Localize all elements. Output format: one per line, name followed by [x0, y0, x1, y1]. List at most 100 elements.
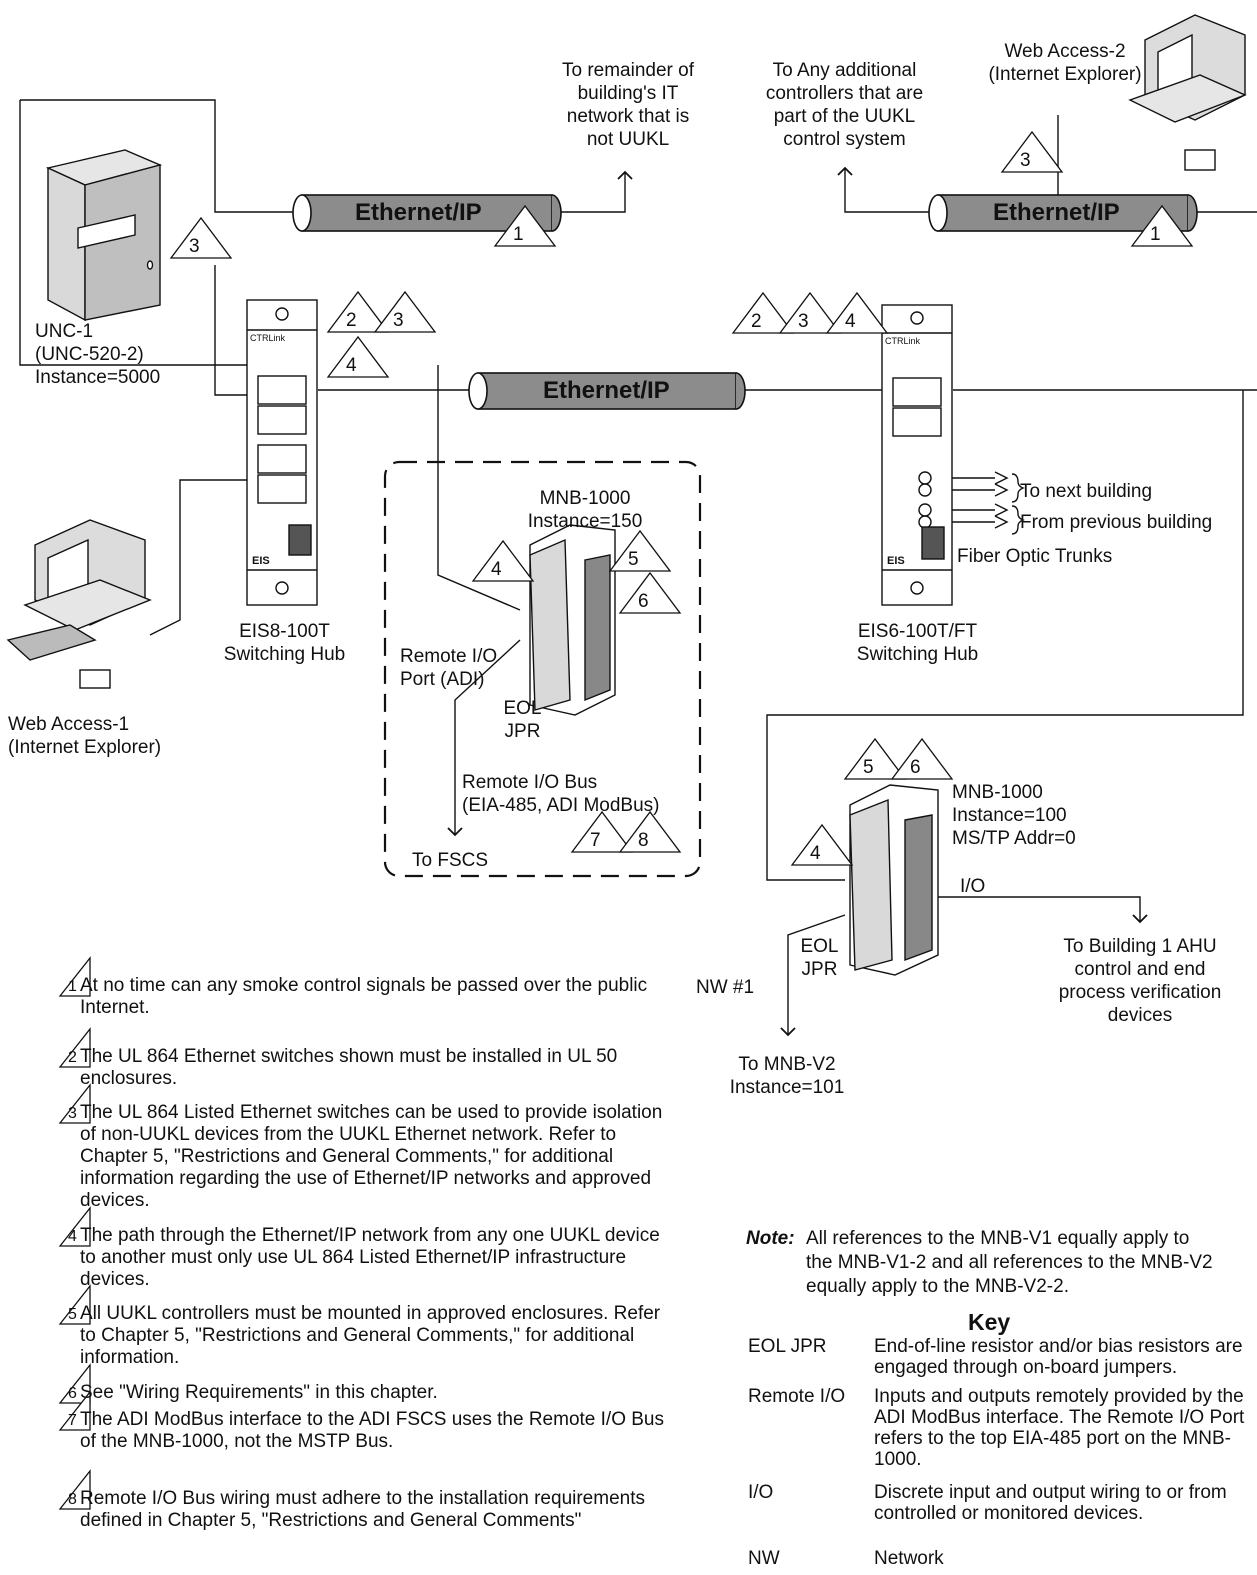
web-access-1-label: Web Access-1 (Internet Explorer): [8, 714, 162, 758]
note-num-5: 5: [68, 1306, 77, 1323]
note-num-8: 8: [68, 1491, 77, 1508]
marker-3a: 3: [1020, 150, 1031, 171]
marker-2a: 2: [346, 310, 357, 331]
note-num-3: 3: [68, 1105, 77, 1122]
note-4: The path through the Ethernet/IP network…: [80, 1225, 660, 1290]
io-label: I/O: [960, 876, 986, 897]
key-def: Inputs and outputs remotely provided by …: [874, 1386, 1245, 1470]
marker-4b: 4: [845, 311, 856, 332]
wire-unc-hub: [19, 100, 247, 366]
remote-io-port-label: Remote I/O Port (ADI): [400, 646, 498, 690]
note-3: The UL 864 Listed Ethernet switches can …: [80, 1102, 663, 1211]
ethernet-pipe-3: [468, 372, 746, 410]
note-6: See "Wiring Requirements" in this chapte…: [80, 1382, 438, 1403]
eol-jpr-top-label: EOL JPR: [503, 698, 542, 742]
note-triangles: [58, 956, 91, 1510]
to-ahu-label: To Building 1 AHU control and end proces…: [1058, 936, 1222, 1026]
wire-to-mnb-bottom: [766, 390, 1244, 881]
pipe-label-2: Ethernet/IP: [993, 199, 1120, 226]
note-num-4: 4: [68, 1228, 77, 1245]
wire-it-network: [557, 170, 633, 213]
marker-3c: 3: [393, 310, 404, 331]
web-access-2-label: Web Access-2 (Internet Explorer): [988, 41, 1142, 85]
note-block-text: All references to the MNB-V1 equally app…: [806, 1228, 1213, 1297]
note-num-6: 6: [68, 1385, 77, 1402]
unc1-label: UNC-1 (UNC-520-2) Instance=5000: [35, 321, 161, 388]
eis6-brand: CTRLink: [885, 336, 921, 346]
note-5: All UUKL controllers must be mounted in …: [80, 1303, 661, 1368]
nw1-label: NW #1: [696, 977, 755, 998]
wire-nw1: [780, 914, 846, 1037]
from-previous-building-label: From previous building: [1020, 512, 1213, 533]
eol-jpr-bottom-label: EOL JPR: [800, 936, 839, 980]
marker-1b: 1: [1150, 224, 1161, 245]
marker-5b: 5: [863, 757, 874, 778]
triangle-markers: [169, 130, 1194, 866]
mnb-top-label: MNB-1000 Instance=150: [527, 488, 643, 532]
marker-4c: 4: [491, 559, 502, 580]
marker-7: 7: [590, 830, 601, 851]
key-title: Key: [968, 1309, 1011, 1335]
eis6-model: EIS: [887, 555, 905, 567]
to-mnb-v2-label: To MNB-V2 Instance=101: [729, 1054, 845, 1098]
wire-unc-pipe1: [20, 99, 300, 213]
eis8-label: EIS8-100T Switching Hub: [223, 621, 346, 665]
marker-6a: 6: [638, 591, 649, 612]
key-row-io: I/O Discrete input and output wiring to …: [748, 1482, 1257, 1526]
key-term: I/O: [748, 1482, 774, 1503]
key-def: Network: [874, 1548, 944, 1569]
marker-5a: 5: [628, 549, 639, 570]
unc-cabinet: [45, 149, 163, 322]
marker-1a: 1: [513, 224, 524, 245]
fiber-optic-label: Fiber Optic Trunks: [957, 546, 1113, 567]
mnb-controller-bottom: [849, 784, 939, 976]
key-term: EOL JPR: [748, 1336, 827, 1357]
note-block-label: Note:: [746, 1228, 795, 1249]
mnb-bottom-label: MNB-1000 Instance=100 MS/TP Addr=0: [952, 782, 1076, 849]
wire-remote-io-bus: [447, 639, 521, 837]
marker-4d: 4: [810, 843, 821, 864]
marker-4a: 4: [346, 355, 357, 376]
marker-6b: 6: [910, 757, 921, 778]
remote-io-bus-label: Remote I/O Bus (EIA-485, ADI ModBus): [462, 772, 660, 816]
wire-webaccess1: [149, 479, 247, 636]
wire-to-mnb-top: [437, 365, 521, 611]
marker-3d: 3: [798, 311, 809, 332]
eis8-model: EIS: [252, 555, 270, 567]
key-row-remote-io: Remote I/O Inputs and outputs remotely p…: [748, 1386, 1257, 1470]
key-term: Remote I/O: [748, 1386, 846, 1407]
note-2: The UL 864 Ethernet switches shown must …: [80, 1046, 618, 1089]
key-def: Discrete input and output wiring to or f…: [874, 1482, 1227, 1524]
it-network-label: To remainder of building's IT network th…: [561, 60, 694, 150]
marker-3b: 3: [189, 236, 200, 257]
pipe-label-1: Ethernet/IP: [355, 199, 482, 226]
eis6-label: EIS6-100T/FT Switching Hub: [856, 621, 979, 665]
note-8: Remote I/O Bus wiring must adhere to the…: [80, 1488, 645, 1531]
computer-web-access-2: [1128, 14, 1247, 171]
note-num-2: 2: [68, 1049, 77, 1066]
computer-web-access-1: [6, 519, 152, 689]
eis6-hub: [881, 304, 953, 606]
additional-controllers-label: To Any additional controllers that are p…: [765, 60, 924, 150]
to-next-building-label: To next building: [1020, 481, 1153, 502]
ethernet-pipe-2: [928, 194, 1198, 232]
note-num-7: 7: [68, 1412, 77, 1429]
note-1: At no time can any smoke control signals…: [80, 975, 648, 1018]
wire-io: [938, 896, 1148, 924]
key-term: NW: [748, 1548, 780, 1569]
to-fscs-label: To FSCS: [412, 850, 489, 871]
mnb-controller-top: [529, 524, 616, 716]
key-def: End-of-line resistor and/or bias resisto…: [874, 1336, 1243, 1378]
marker-2b: 2: [751, 311, 762, 332]
key-row-eol: EOL JPR End-of-line resistor and/or bias…: [748, 1336, 1257, 1380]
marker-8: 8: [638, 830, 649, 851]
wire-additional-controllers: [837, 166, 930, 213]
dashed-enclosure: [383, 460, 702, 878]
note-7: The ADI ModBus interface to the ADI FSCS…: [80, 1409, 664, 1452]
eis8-hub: [246, 299, 318, 606]
wire-marker-hub: [214, 265, 247, 396]
eis8-brand: CTRLink: [250, 333, 286, 343]
pipe-label-3: Ethernet/IP: [543, 377, 670, 404]
note-num-1: 1: [68, 978, 77, 995]
